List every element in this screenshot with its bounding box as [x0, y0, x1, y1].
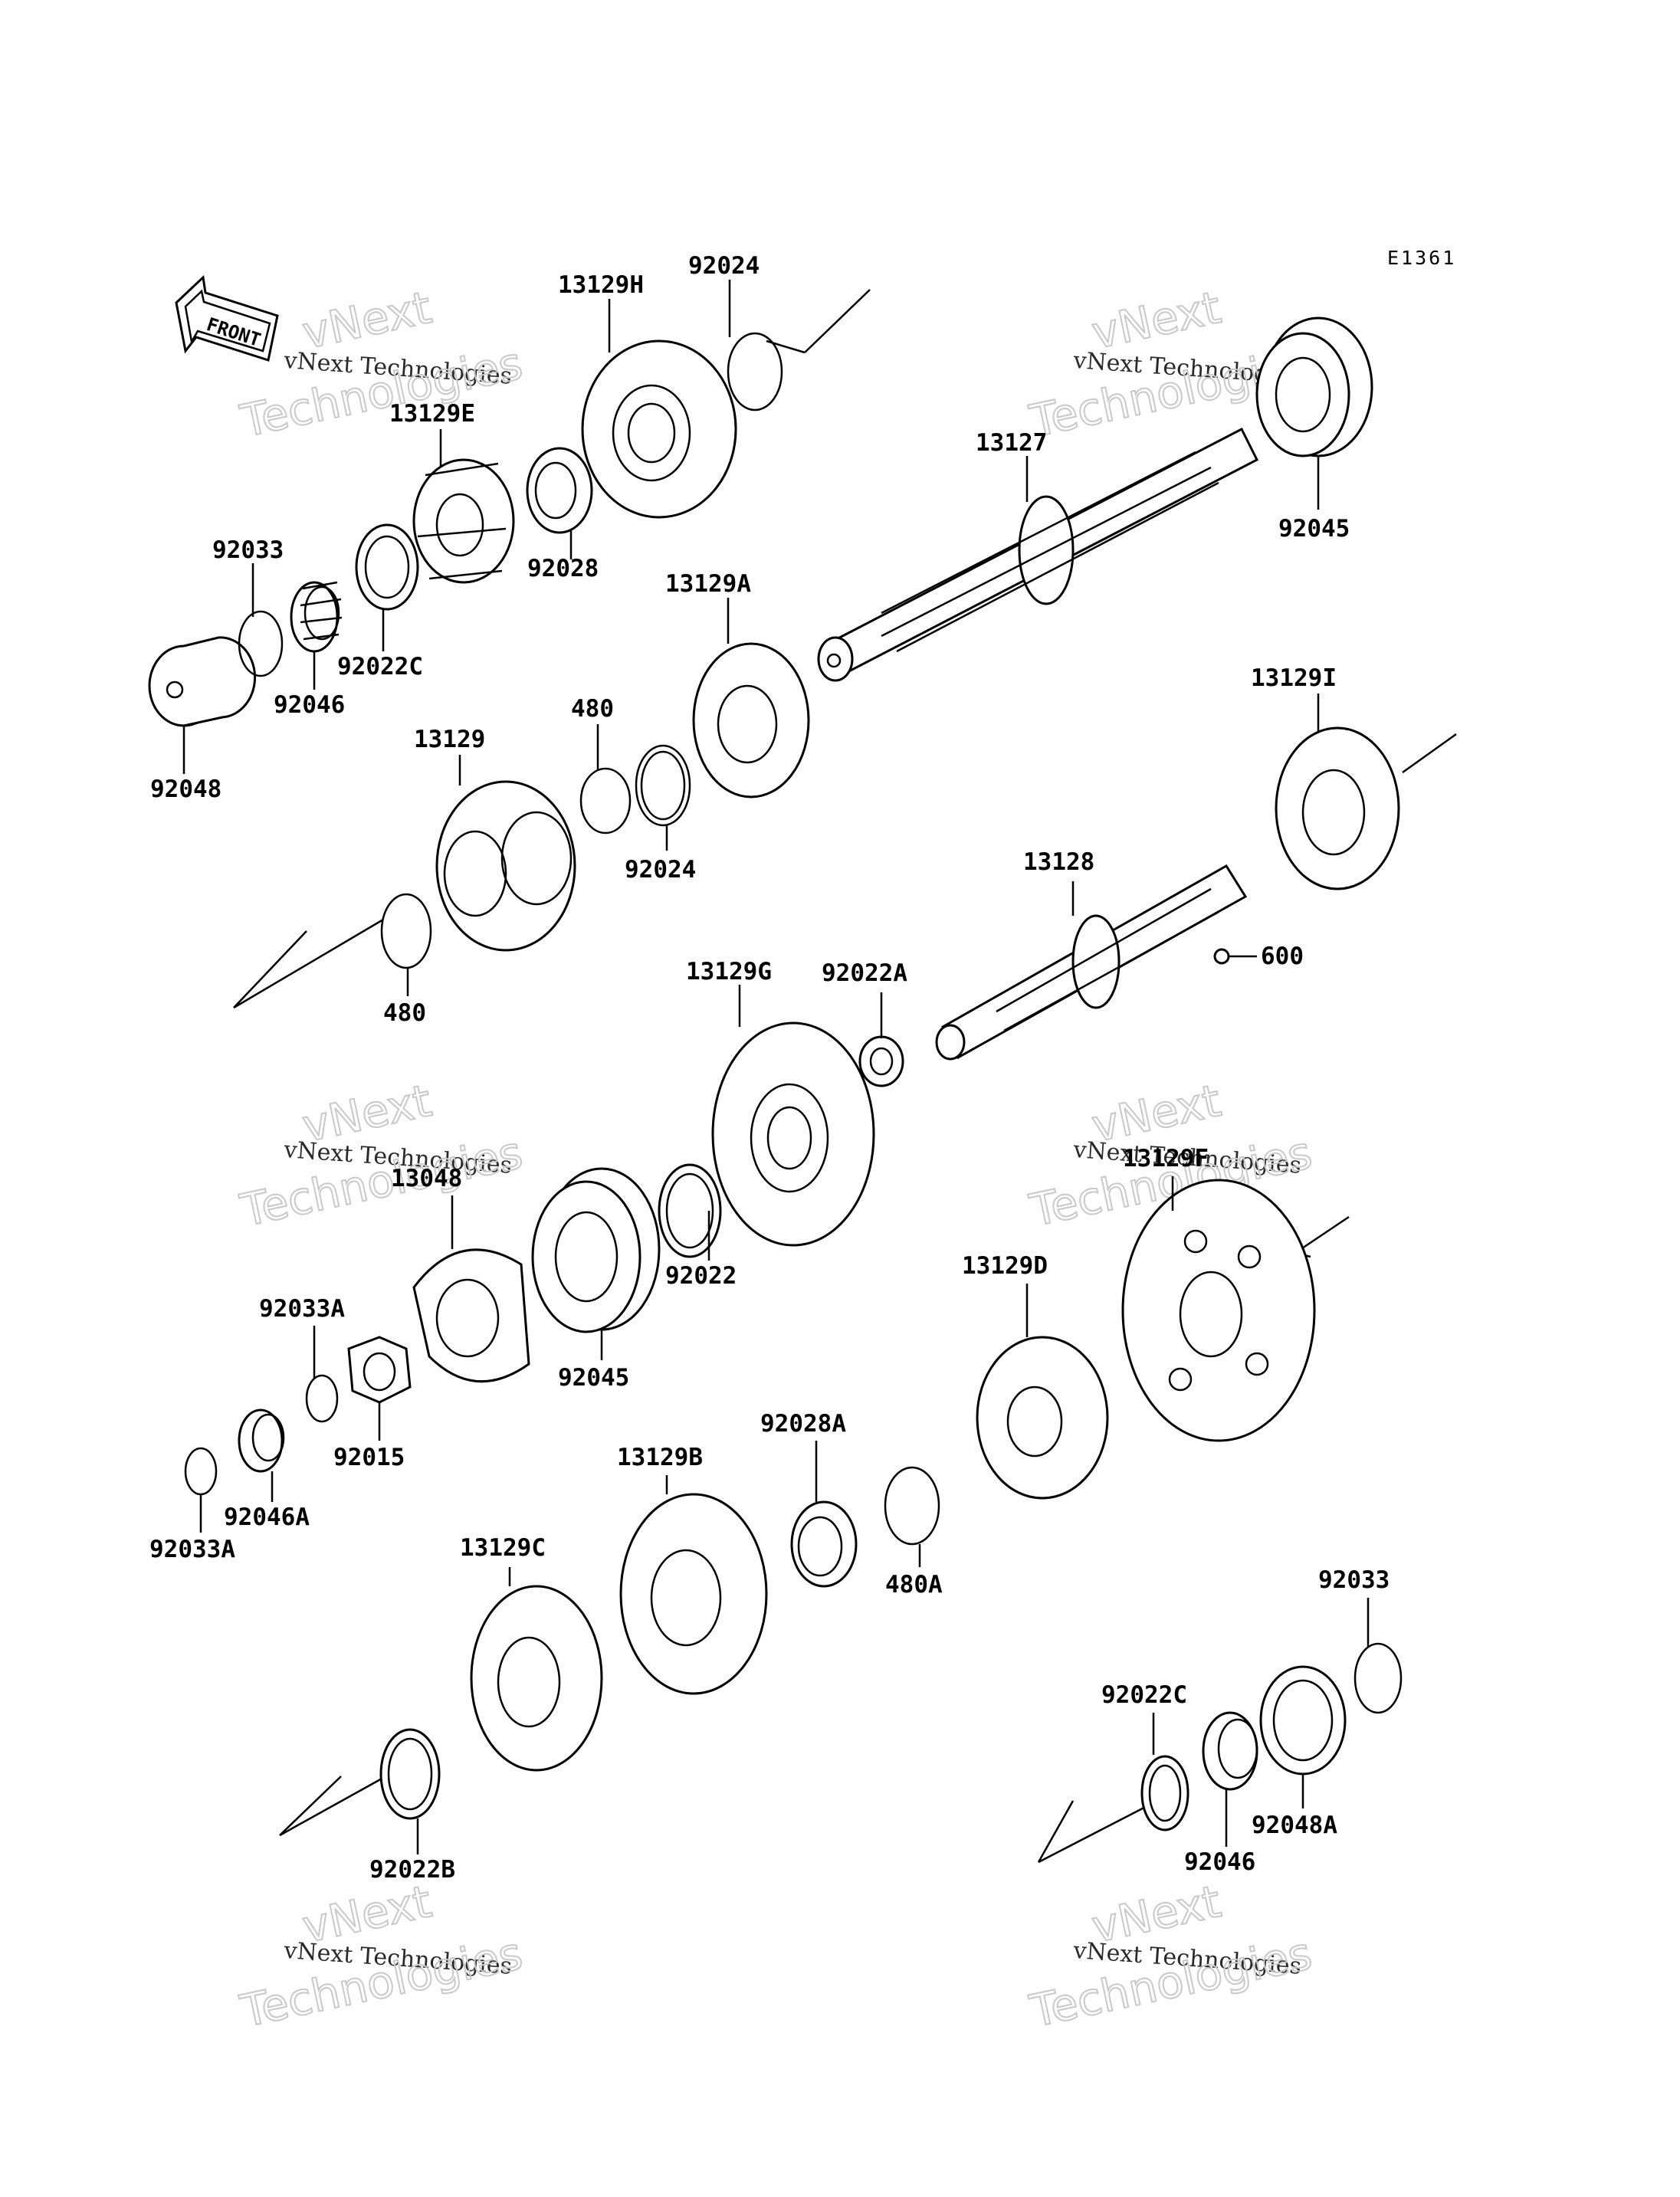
circlip-92033A-lower: [184, 1447, 218, 1496]
circlip-92033A-upper: [305, 1374, 339, 1423]
needle-bearing-92046A: [238, 1408, 285, 1473]
ball-600: [1213, 948, 1257, 965]
hub-13048: [412, 1248, 530, 1383]
gear-13129D: [976, 1336, 1109, 1500]
gear-13129C: [470, 1585, 603, 1772]
label-13048: 13048: [391, 1165, 462, 1192]
label-92048A: 92048A: [1252, 1812, 1337, 1839]
label-92033A-lower: 92033A: [149, 1536, 235, 1563]
gear-13129A: [692, 642, 810, 798]
front-arrow-icon: FRONT: [175, 274, 279, 362]
label-480-low: 480: [383, 999, 426, 1027]
label-13129E: 13129E: [389, 400, 475, 428]
label-92033-bottom: 92033: [1318, 1566, 1390, 1594]
label-13129F: 13129F: [1123, 1145, 1209, 1172]
washer-92022C-top: [355, 523, 419, 611]
watermark-top-left: vNext vNext Technologies Technologies: [235, 280, 528, 448]
label-92024-top: 92024: [688, 252, 760, 280]
washer-92022B: [379, 1728, 441, 1820]
shaft-13128: [935, 864, 1248, 1061]
label-92045-mid: 92045: [558, 1364, 629, 1392]
diagram-code: E1361: [1387, 247, 1456, 269]
gear-13129G: [711, 1021, 875, 1247]
ball-bearing-92045-top: [1255, 316, 1373, 457]
watermark-bottom-left: vNext vNext Technologies Technologies: [235, 1874, 528, 2038]
label-13129A: 13129A: [665, 570, 751, 598]
label-92022C-bottom: 92022C: [1101, 1681, 1187, 1709]
shaft-13127: [817, 427, 1259, 682]
gear-13129I: [1275, 726, 1400, 890]
nut-92015: [347, 1336, 412, 1404]
label-13129: 13129: [414, 726, 485, 753]
watermark-mid-left: vNext vNext Technologies Technologies: [235, 1074, 528, 1238]
label-13129H: 13129H: [558, 271, 644, 299]
label-480-top: 480: [571, 695, 614, 723]
label-13129G: 13129G: [686, 958, 772, 985]
needle-bearing-92046-bottom: [1202, 1711, 1258, 1791]
bushing-92028A: [790, 1500, 858, 1588]
label-92022C-top: 92022C: [337, 653, 423, 680]
part-number-labels: 13129H 92024 13129E 92028 92033 92022C 9…: [149, 252, 1390, 1884]
label-13129C: 13129C: [460, 1534, 546, 1562]
ball-bearing-92045-mid: [531, 1167, 661, 1333]
label-92046-bottom: 92046: [1184, 1848, 1255, 1876]
collar-92048: [148, 636, 256, 727]
gear-13129F: [1121, 1179, 1316, 1442]
ring-92024-top: [727, 332, 783, 412]
ring-480-top: [579, 767, 632, 835]
label-480A: 480A: [885, 1571, 943, 1599]
label-92033-top: 92033: [212, 536, 284, 564]
label-13129I: 13129I: [1251, 664, 1337, 692]
label-92028A: 92028A: [760, 1410, 846, 1438]
label-92022: 92022: [665, 1262, 737, 1290]
washer-92022A: [858, 1035, 904, 1087]
svg-text:vNext: vNext: [298, 281, 436, 359]
label-92028: 92028: [527, 555, 599, 582]
label-13128: 13128: [1023, 848, 1094, 876]
gear-13129H: [581, 339, 737, 519]
ring-480-low: [380, 893, 432, 969]
washer-92022: [658, 1163, 722, 1258]
watermark-bottom-right: vNext vNext Technologies Technologies: [1025, 1874, 1317, 2038]
gear-13129: [435, 780, 576, 952]
ring-480A: [884, 1466, 940, 1546]
label-92022A: 92022A: [822, 959, 907, 987]
needle-bearing-92046-top: [290, 581, 343, 653]
label-600: 600: [1261, 943, 1304, 970]
bushing-92028: [526, 447, 593, 534]
axis-lines: [233, 289, 1457, 1864]
svg-text:vNext: vNext: [1088, 281, 1226, 359]
washer-92022C-bottom: [1140, 1755, 1189, 1831]
circlip-92033-bottom: [1354, 1642, 1403, 1714]
collar-92048A: [1259, 1665, 1347, 1776]
label-92048: 92048: [150, 776, 221, 803]
label-92033A-upper: 92033A: [259, 1295, 345, 1323]
circlip-92033-top: [238, 610, 284, 677]
label-13129B: 13129B: [617, 1444, 703, 1471]
gear-13129E: [412, 458, 515, 584]
label-92022B: 92022B: [369, 1856, 455, 1884]
label-92024-mid: 92024: [625, 856, 696, 884]
label-92045-top: 92045: [1278, 515, 1350, 543]
ring-92024-mid: [635, 744, 691, 827]
label-13129D: 13129D: [962, 1252, 1048, 1280]
gear-13129B: [619, 1493, 768, 1695]
label-13127: 13127: [976, 429, 1047, 457]
leader-lines: [182, 280, 1370, 1854]
label-92015: 92015: [333, 1444, 405, 1471]
label-92046A: 92046A: [224, 1503, 310, 1531]
label-92046-top: 92046: [274, 691, 345, 719]
